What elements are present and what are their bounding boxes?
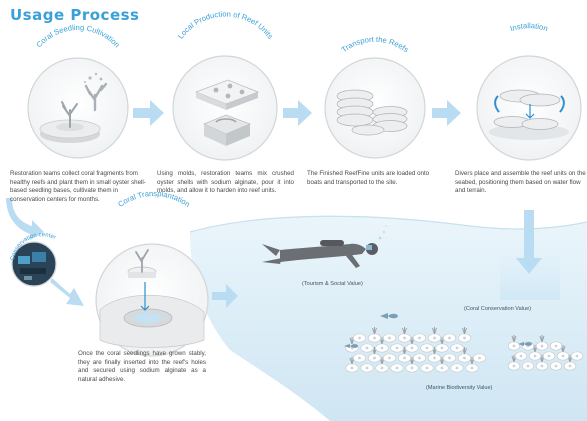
reef-hole xyxy=(533,354,537,358)
reef-hole xyxy=(418,336,421,340)
reef-cluster-main xyxy=(345,327,487,373)
water-surface-line xyxy=(189,215,587,233)
step-5-description: Once the coral seedlings have grown stab… xyxy=(78,350,206,383)
reef-hole xyxy=(512,344,516,348)
transplantation-illustration xyxy=(99,249,205,348)
reef-hole xyxy=(410,346,414,350)
reef-hole xyxy=(373,356,376,360)
reef-hole xyxy=(418,356,421,360)
reef-hole xyxy=(547,354,551,358)
coral-sprig xyxy=(372,327,377,335)
coral-sprig xyxy=(539,335,545,343)
coral-sprig xyxy=(432,327,437,335)
reef-hole xyxy=(554,364,558,368)
reef-hole xyxy=(448,356,451,360)
arrow-installation-down xyxy=(516,210,542,274)
mold-illustration xyxy=(194,79,260,146)
step-4-description: Divers place and assemble the reef units… xyxy=(455,170,586,195)
step-2-arc-label: Local Production of Reef Units xyxy=(176,9,275,40)
coral-conservation-value-label: (Coral Conservation Value) xyxy=(464,306,532,312)
reef-hole xyxy=(463,336,466,340)
coral-sprig xyxy=(402,327,407,335)
step-3-description: The Finished ReefFine units are loaded o… xyxy=(307,170,430,186)
arrow-step-1-to-2 xyxy=(133,100,164,126)
reef-hole xyxy=(380,366,384,370)
reef-hole xyxy=(425,346,429,350)
reef-hole xyxy=(365,346,369,350)
conservation-center: Conservation center xyxy=(10,232,57,287)
fish-group xyxy=(344,313,532,348)
installation-illustration xyxy=(489,89,569,140)
step-1-arc-label: Coral Seedling Cultivation xyxy=(34,23,121,49)
reef-hole xyxy=(455,346,459,350)
reef-hole xyxy=(526,364,530,368)
stacked-reef-units-illustration xyxy=(336,89,408,136)
marine-biodiversity-value-label: (Marine Biodiversity Value) xyxy=(426,385,493,391)
reef-hole xyxy=(358,336,361,340)
reef-hole xyxy=(425,366,429,370)
arrow-center-to-transplant xyxy=(50,278,84,306)
step-coral-seedling-cultivation: Coral Seedling Cultivation xyxy=(27,23,129,159)
reef-cluster-right xyxy=(507,335,584,371)
reef-hole xyxy=(358,356,361,360)
tourism-value-label: (Tourism & Social Value) xyxy=(302,281,363,287)
reef-hole xyxy=(388,336,391,340)
step-1-description: Restoration teams collect coral fragment… xyxy=(10,170,146,203)
reef-hole xyxy=(388,356,391,360)
reef-hole xyxy=(440,366,444,370)
step-installation: Installation xyxy=(476,21,582,161)
reef-hole xyxy=(540,364,544,368)
page-title: Usage Process xyxy=(10,6,140,24)
step-coral-transplantation: Coral Transplantation xyxy=(95,189,209,357)
reef-hole xyxy=(470,366,474,370)
reef-hole xyxy=(478,356,481,360)
step-4-arc-label: Installation xyxy=(509,21,549,33)
reef-hole xyxy=(395,366,399,370)
reef-hole xyxy=(433,356,436,360)
reef-hole xyxy=(380,346,384,350)
reef-hole xyxy=(365,366,369,370)
arrow-transplant-to-ocean xyxy=(212,284,238,308)
step-transport-reefs: Transport the Reefs xyxy=(324,35,426,159)
reef-hole xyxy=(410,366,414,370)
arrow-step-2-to-3 xyxy=(283,100,312,126)
reef-hole xyxy=(540,344,544,348)
reef-hole xyxy=(554,344,558,348)
reef-hole xyxy=(519,354,523,358)
reef-hole xyxy=(448,336,451,340)
reef-hole xyxy=(512,364,516,368)
coral-sprig xyxy=(462,327,467,335)
step-3-arc-label: Transport the Reefs xyxy=(340,35,411,55)
reef-hole xyxy=(433,336,436,340)
seedling-base-illustration xyxy=(39,101,101,143)
reef-hole xyxy=(463,356,466,360)
arrow-step-3-to-4 xyxy=(432,100,461,126)
reef-hole xyxy=(350,366,354,370)
step-2-description: Using molds, restoration teams mix crush… xyxy=(157,170,294,195)
reef-hole xyxy=(395,346,399,350)
reef-hole xyxy=(561,354,565,358)
reef-hole xyxy=(403,336,406,340)
coral-fragment-illustration xyxy=(84,72,108,112)
diver-illustration xyxy=(262,225,387,268)
coral-sprig xyxy=(511,335,517,343)
reef-hole xyxy=(568,364,572,368)
reef-hole xyxy=(455,366,459,370)
arrow-step-1-down xyxy=(6,198,44,240)
step-local-production: Local Production of Reef Units xyxy=(172,9,278,161)
reef-hole xyxy=(403,356,406,360)
reef-hole xyxy=(575,354,579,358)
reef-hole xyxy=(373,336,376,340)
ocean-water xyxy=(190,216,587,421)
reef-hole xyxy=(440,346,444,350)
